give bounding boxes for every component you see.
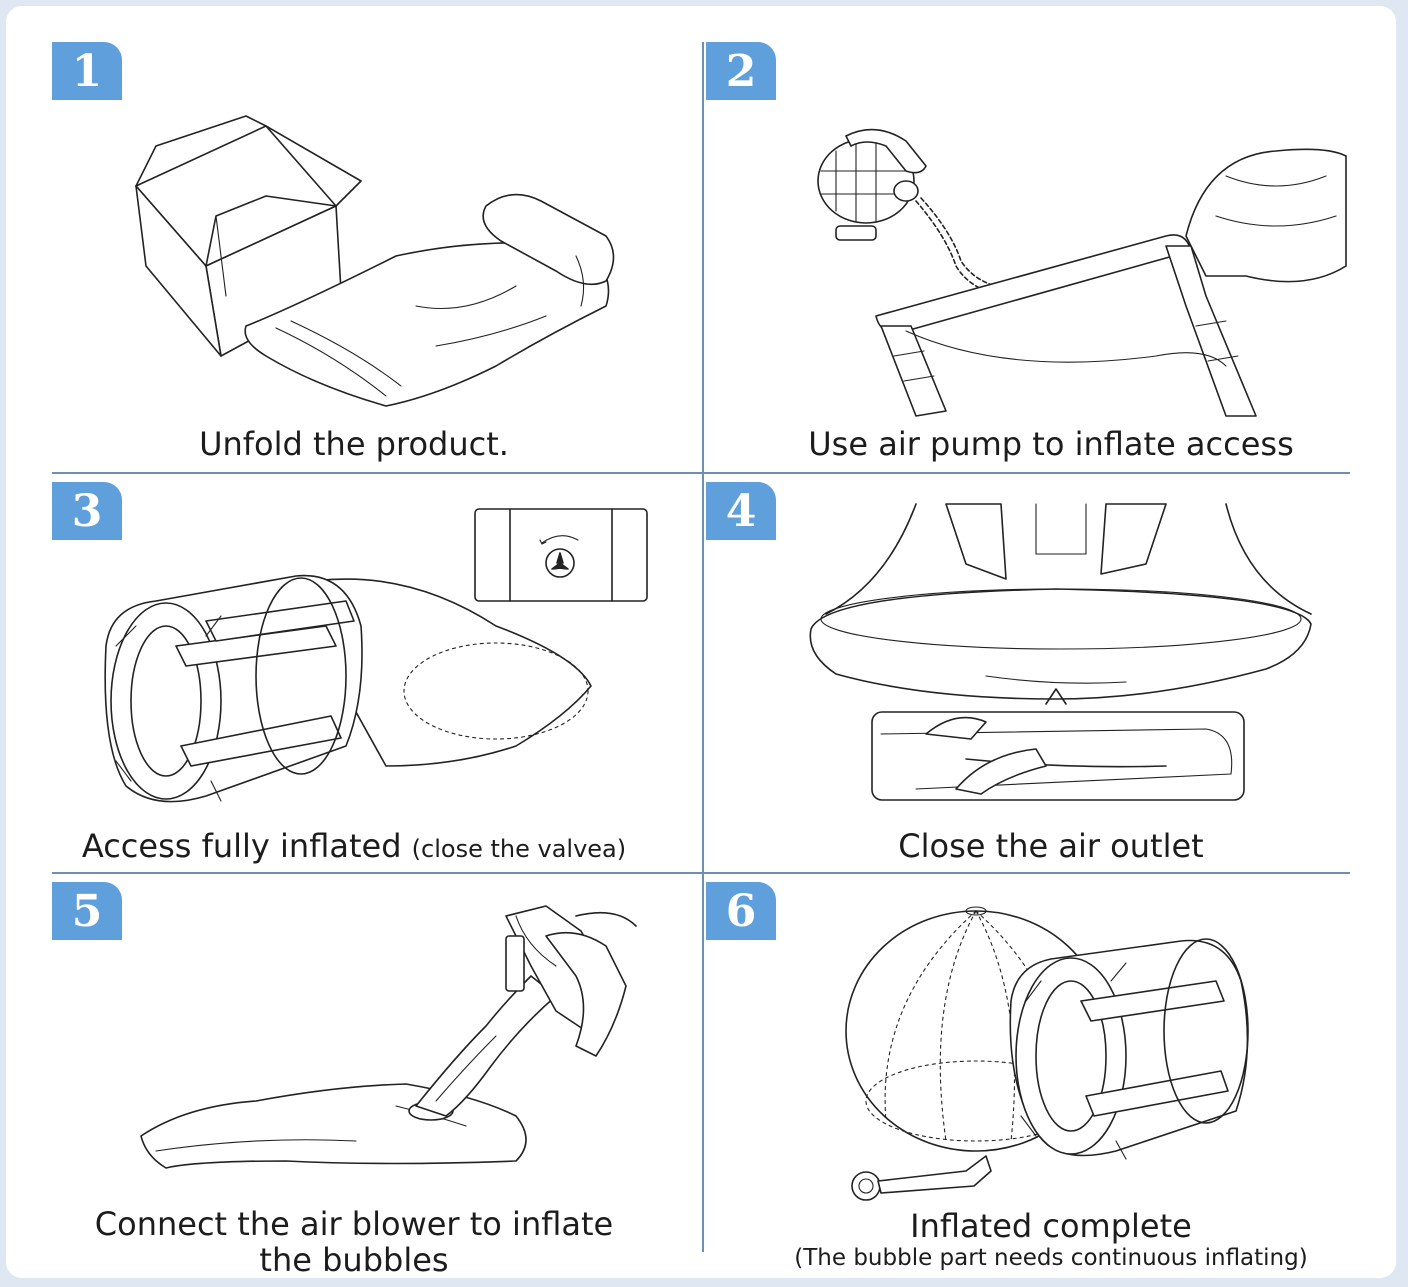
step-number-badge: 1 xyxy=(52,42,122,100)
step-caption: Inflated complete (The bubble part needs… xyxy=(706,1208,1396,1272)
step-5-panel: 5 Connect the air blower to inflate the … xyxy=(6,876,702,1278)
step-number-badge: 6 xyxy=(706,882,776,940)
step-6-panel: 6 Inflated complete (The bubble p xyxy=(706,876,1396,1278)
step-caption: Close the air outlet xyxy=(898,827,1204,865)
step-caption: Unfold the product. xyxy=(199,425,509,463)
step-3-panel: 3 Access fully xyxy=(6,476,702,876)
step-caption: Connect the air blower to inflate the bu… xyxy=(6,1206,702,1278)
caption-main: Inflated complete xyxy=(910,1207,1192,1245)
step-number-badge: 2 xyxy=(706,42,776,100)
step-4-panel: 4 Close the air outlet xyxy=(706,476,1396,876)
caption-line-2: the bubbles xyxy=(259,1241,449,1279)
horizontal-divider xyxy=(52,472,702,474)
valve-detail-illustration xyxy=(474,508,648,602)
instruction-sheet: 1 Unfold the product. 2 xyxy=(6,6,1396,1278)
step-number-badge: 3 xyxy=(52,482,122,540)
air-outlet-illustration xyxy=(809,503,1312,801)
air-blower-illustration xyxy=(140,905,637,1169)
inflated-access-illustration xyxy=(104,574,592,803)
step-number-badge: 5 xyxy=(52,882,122,940)
inflated-complete-illustration xyxy=(845,906,1249,1201)
air-pump-illustration xyxy=(817,128,1347,417)
step-caption: Access fully inflated (close the valvea) xyxy=(6,828,702,867)
caption-note: (The bubble part needs continuous inflat… xyxy=(794,1245,1308,1271)
step-2-panel: 2 Use air p xyxy=(706,36,1396,476)
vertical-divider xyxy=(702,42,704,1252)
step-caption: Use air pump to inflate access xyxy=(808,425,1294,463)
caption-main: Access fully inflated xyxy=(81,827,402,865)
caption-note: (close the valvea) xyxy=(411,835,627,863)
step-number-badge: 4 xyxy=(706,482,776,540)
horizontal-divider xyxy=(52,872,702,874)
unfold-box-illustration xyxy=(135,115,615,407)
step-1-panel: 1 Unfold the product. xyxy=(6,36,702,476)
horizontal-divider xyxy=(704,472,1350,474)
horizontal-divider xyxy=(704,872,1350,874)
caption-line-1: Connect the air blower to inflate xyxy=(94,1205,614,1243)
